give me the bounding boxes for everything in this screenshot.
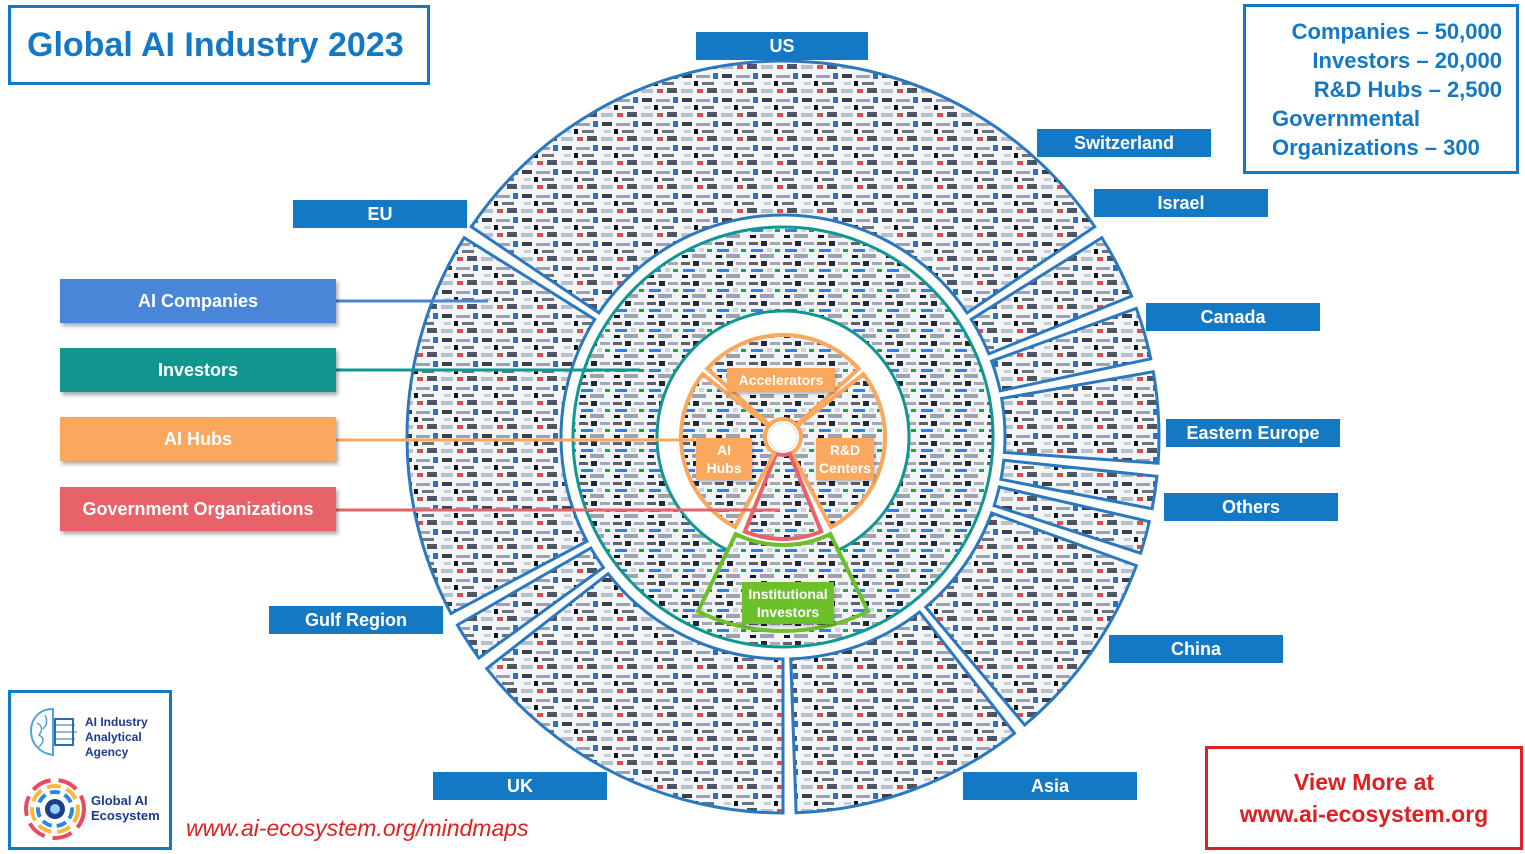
view-more-link[interactable]: www.ai-ecosystem.org <box>1239 801 1489 827</box>
region-label-canada: Canada <box>1146 303 1320 331</box>
view-more-box[interactable]: View More at www.ai-ecosystem.org <box>1205 746 1523 850</box>
agency-logo-text: AI Industry Analytical Agency <box>85 715 148 759</box>
region-label-asia: Asia <box>963 772 1137 800</box>
sector-gulf <box>455 545 606 661</box>
sector-switzerland <box>969 235 1134 356</box>
legend-ai-hubs: AI Hubs <box>60 417 336 461</box>
view-more-line1: View More at <box>1293 769 1435 795</box>
region-label-eu: EU <box>293 200 467 228</box>
inner-label-ai-hubs: AI Hubs <box>696 438 752 480</box>
sector-israel <box>989 306 1153 393</box>
region-label-israel: Israel <box>1094 189 1268 217</box>
region-label-gulf: Gulf Region <box>269 606 443 634</box>
legend-ai-companies: AI Companies <box>60 279 336 323</box>
region-label-eastern-europe: Eastern Europe <box>1166 419 1340 447</box>
stat-gov-line1: Governmental <box>1272 106 1420 131</box>
stats-panel: Companies – 50,000 Investors – 20,000 R&… <box>1243 4 1519 174</box>
inner-label-rd-centers: R&D Centers <box>816 438 874 480</box>
stat-rd-hubs: R&D Hubs – 2,500 <box>1313 77 1502 102</box>
legend-gov-orgs: Government Organizations <box>60 487 336 531</box>
brain-chip-icon <box>29 707 77 757</box>
page-title: Global AI Industry 2023 <box>8 5 430 85</box>
region-label-us: US <box>696 32 868 60</box>
sector-us <box>469 59 1097 315</box>
sector-gov <box>742 451 824 541</box>
sector-uk <box>484 571 785 815</box>
legend-investors: Investors <box>60 348 336 392</box>
sector-eastern-europe <box>999 458 1159 511</box>
sector-china <box>923 511 1139 728</box>
inner-label-accelerators: Accelerators <box>727 368 835 392</box>
mindmaps-link[interactable]: www.ai-ecosystem.org/mindmaps <box>186 815 529 841</box>
stat-companies: Companies – 50,000 <box>1291 19 1502 44</box>
logo-panel: AI Industry Analytical Agency Global AI … <box>8 690 172 850</box>
center-hub <box>768 422 798 452</box>
sector-asia <box>789 609 1017 815</box>
region-label-uk: UK <box>433 772 607 800</box>
region-label-switzerland: Switzerland <box>1037 129 1211 157</box>
region-sectors <box>405 59 1161 815</box>
sector-eu <box>405 235 597 616</box>
legend-connectors <box>336 299 780 512</box>
ecosystem-logo-text: Global AI Ecosystem <box>91 793 160 823</box>
sector-canada <box>999 369 1161 465</box>
stat-investors: Investors – 20,000 <box>1312 48 1502 73</box>
sector-others <box>992 485 1152 556</box>
ecosystem-logo-icon <box>24 778 86 840</box>
stat-gov-line2: Organizations – 300 <box>1272 135 1480 160</box>
region-label-others: Others <box>1164 493 1338 521</box>
inner-label-institutional: Institutional Investors <box>742 582 834 624</box>
region-label-china: China <box>1109 635 1283 663</box>
